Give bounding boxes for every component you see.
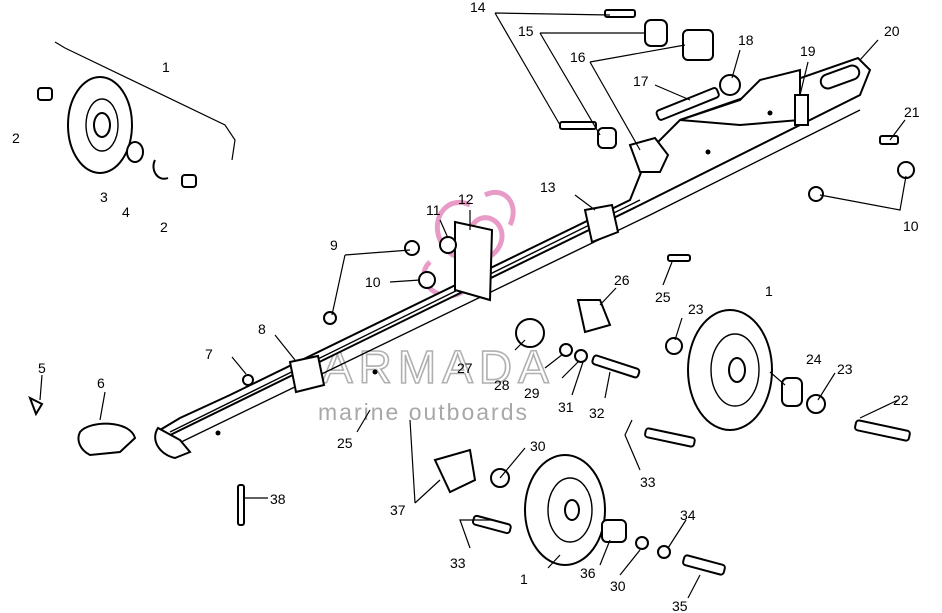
callout-label: 36 [580, 565, 596, 581]
callout-label: 2 [160, 219, 168, 235]
mid-hardware [28, 203, 691, 526]
callout-label: 14 [470, 0, 486, 15]
upper-hardware [559, 9, 915, 202]
callout-label: 13 [540, 179, 556, 195]
callout-label: 38 [270, 491, 286, 507]
callout-label: 9 [330, 237, 338, 253]
callout-label: 1 [520, 571, 528, 587]
callout-label: 28 [494, 377, 510, 393]
callout-label: 37 [390, 502, 406, 518]
callout-label: 21 [904, 104, 920, 120]
callout-label: 23 [688, 301, 704, 317]
callout-label: 29 [524, 385, 540, 401]
center-hardware [515, 318, 696, 448]
callout-label: 17 [633, 73, 649, 89]
callouts: 1 2 2 3 4 14 15 16 17 18 19 20 21 10 13 … [12, 0, 920, 613]
callout-label: 30 [610, 578, 626, 594]
callout-label: 19 [800, 43, 816, 59]
callout-label: 24 [806, 351, 822, 367]
callout-label: 10 [365, 274, 381, 290]
callout-label: 1 [162, 59, 170, 75]
callout-label: 5 [38, 360, 46, 376]
idler-wheel-lower [433, 448, 726, 576]
idler-wheel-right [665, 309, 911, 442]
callout-label: 20 [884, 23, 900, 39]
armada-watermark: ARMADA marine outboards [318, 189, 555, 425]
callout-label: 35 [672, 598, 688, 613]
callout-label: 23 [837, 361, 853, 377]
callout-label: 1 [765, 283, 773, 299]
callout-label: 6 [97, 375, 105, 391]
idler-wheel-upper [37, 41, 236, 188]
callout-label: 32 [589, 405, 605, 421]
callout-label: 10 [903, 218, 919, 234]
watermark-tagline: marine outboards [318, 399, 529, 425]
callout-label: 16 [570, 49, 586, 65]
callout-label: 33 [450, 555, 466, 571]
callout-label: 4 [122, 204, 130, 220]
callout-label: 30 [530, 438, 546, 454]
callout-label: 15 [518, 23, 534, 39]
callout-label: 3 [100, 189, 108, 205]
callout-label: 11 [426, 202, 441, 218]
callout-label: 8 [258, 321, 266, 337]
callout-label: 31 [558, 399, 574, 415]
callout-label: 7 [205, 346, 213, 362]
callout-label: 25 [655, 289, 671, 305]
callout-label: 25 [337, 435, 353, 451]
callout-label: 2 [12, 130, 20, 146]
callout-label: 18 [738, 32, 754, 48]
callout-label: 33 [640, 474, 656, 490]
watermark-brand: ARMADA [322, 341, 555, 393]
slide-rail [154, 56, 872, 460]
leader-lines [39, 12, 907, 599]
callout-label: 26 [614, 272, 630, 288]
callout-label: 22 [893, 392, 909, 408]
callout-label: 12 [458, 191, 474, 207]
callout-label: 34 [680, 507, 696, 523]
callout-label: 27 [457, 360, 473, 376]
